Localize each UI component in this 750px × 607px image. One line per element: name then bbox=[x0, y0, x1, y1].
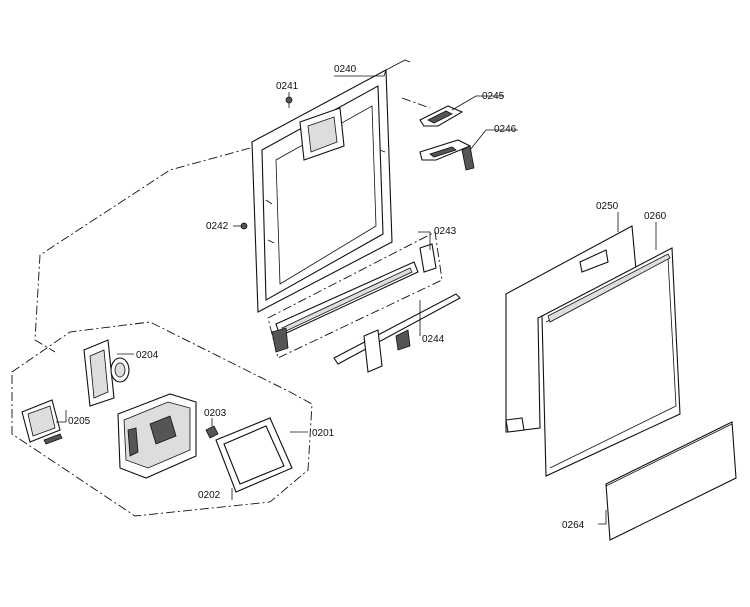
leader-lines bbox=[56, 69, 657, 525]
rail-0243 bbox=[271, 243, 437, 353]
label-0264: 0264 bbox=[562, 520, 585, 531]
label-0204: 0204 bbox=[136, 350, 159, 361]
screw-0242 bbox=[240, 222, 248, 230]
label-0246: 0246 bbox=[494, 124, 517, 135]
label-0250: 0250 bbox=[596, 201, 619, 212]
label-0260: 0260 bbox=[644, 211, 667, 222]
dispenser-cover-0204 bbox=[83, 339, 130, 407]
screw-0241 bbox=[285, 96, 293, 108]
inner-door-frame bbox=[251, 59, 411, 313]
panel-0260 bbox=[541, 247, 681, 477]
gasket-0202 bbox=[215, 417, 293, 493]
part-0205 bbox=[21, 399, 63, 445]
dispenser-unit bbox=[117, 393, 197, 479]
label-0205: 0205 bbox=[68, 416, 91, 427]
label-0241: 0241 bbox=[276, 81, 299, 92]
label-0243: 0243 bbox=[434, 226, 457, 237]
panel-0250 bbox=[505, 225, 637, 433]
part-labels: 0240 0241 0245 0246 0242 0243 0244 0250 … bbox=[68, 64, 667, 531]
label-0244: 0244 bbox=[422, 334, 445, 345]
kick-plate-0264 bbox=[605, 421, 737, 541]
hinge-part-0245 bbox=[419, 105, 464, 127]
label-0242: 0242 bbox=[206, 221, 229, 232]
rod-0244 bbox=[333, 293, 461, 373]
label-0201: 0201 bbox=[312, 428, 335, 439]
label-0240: 0240 bbox=[334, 64, 357, 75]
label-0203: 0203 bbox=[204, 408, 227, 419]
label-0202: 0202 bbox=[198, 490, 221, 501]
label-0245: 0245 bbox=[482, 91, 505, 102]
hinge-part-0246 bbox=[419, 139, 475, 171]
part-0203 bbox=[205, 425, 219, 439]
